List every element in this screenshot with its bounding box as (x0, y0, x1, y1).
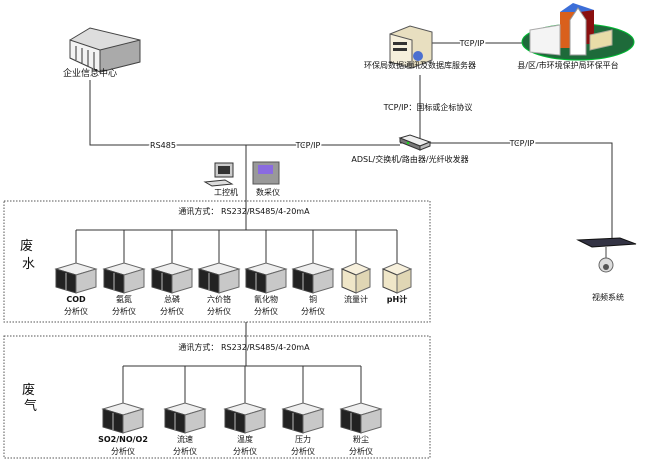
device-sublabel: 分析仪 (173, 446, 197, 456)
gas-comm-label: 通讯方式： RS232/RS485/4-20mA (178, 342, 310, 352)
device-sublabel: 分析仪 (233, 446, 257, 456)
device-label: SO2/NO/O2 (98, 435, 148, 444)
tcp-left-label: TCP/IP (295, 141, 321, 150)
wastewater-title-2: 水 (22, 257, 35, 272)
device-label: 铜 (309, 294, 317, 304)
device-label: 流速 (177, 434, 193, 444)
gas-title-1: 废 (22, 382, 35, 398)
analyzer-icon (291, 262, 335, 294)
gas-group (3, 335, 431, 459)
analyzer-icon (102, 262, 146, 294)
analyzer-icon (339, 402, 383, 434)
server-label: 环保局数据通讯及数据库服务器 (364, 60, 476, 70)
platform-label: 县/区/市环境保护局环保平台 (517, 60, 618, 70)
video-camera-icon (576, 237, 637, 273)
gas-title-2: 气 (24, 398, 37, 414)
enterprise-building-icon (69, 27, 141, 73)
dau-label: 数采仪 (256, 187, 280, 197)
ipc-label: 工控机 (214, 187, 238, 197)
router-label: ADSL/交换机/路由器/光纤收发器 (351, 154, 468, 164)
computer-icon (203, 162, 234, 187)
link-label: TCP/IP (459, 39, 485, 48)
device-sublabel: 分析仪 (207, 306, 231, 316)
server-icon (389, 25, 433, 69)
device-label: COD (66, 295, 86, 304)
analyzer-icon (150, 262, 194, 294)
meter-icon (381, 262, 413, 294)
user-icon (413, 51, 423, 61)
video-label: 视频系统 (592, 292, 624, 302)
analyzer-icon (223, 402, 267, 434)
tcp-right-label: TCP/IP (509, 139, 535, 148)
enterprise-label: 企业信息中心 (63, 67, 117, 79)
platform-city-icon (521, 3, 635, 61)
analyzer-icon (197, 262, 241, 294)
device-sublabel: 分析仪 (64, 306, 88, 316)
wastewater-title-1: 废 (20, 238, 33, 254)
device-sublabel: 分析仪 (111, 446, 135, 456)
device-sublabel: 分析仪 (160, 306, 184, 316)
analyzer-icon (54, 262, 98, 294)
device-sublabel: 分析仪 (254, 306, 278, 316)
analyzer-icon (101, 402, 145, 434)
device-label: 氨氮 (116, 294, 132, 304)
protocol-label: TCP/IP：国标或企标协议 (383, 102, 473, 112)
router-icon (398, 134, 432, 151)
device-sublabel: 分析仪 (112, 306, 136, 316)
analyzer-icon (163, 402, 207, 434)
wastewater-comm-label: 通讯方式： RS232/RS485/4-20mA (178, 206, 310, 216)
device-sublabel: 分析仪 (349, 446, 373, 456)
device-label: 温度 (237, 434, 253, 444)
device-label: 氰化物 (254, 294, 278, 304)
rs485-label: RS485 (150, 141, 176, 150)
wastewater-group (3, 200, 431, 323)
device-label: 总磷 (164, 294, 180, 304)
analyzer-icon (281, 402, 325, 434)
device-sublabel: 分析仪 (291, 446, 315, 456)
analyzer-icon (244, 262, 288, 294)
meter-icon (340, 262, 372, 294)
data-acquisition-icon (252, 161, 280, 185)
device-sublabel: 分析仪 (301, 306, 325, 316)
link-enterprise (89, 80, 400, 146)
device-label: 粉尘 (353, 434, 369, 444)
device-label: 六价铬 (207, 294, 231, 304)
device-label: pH计 (387, 294, 407, 304)
device-label: 流量计 (344, 294, 368, 304)
link-video (400, 142, 613, 240)
device-label: 压力 (295, 434, 311, 444)
